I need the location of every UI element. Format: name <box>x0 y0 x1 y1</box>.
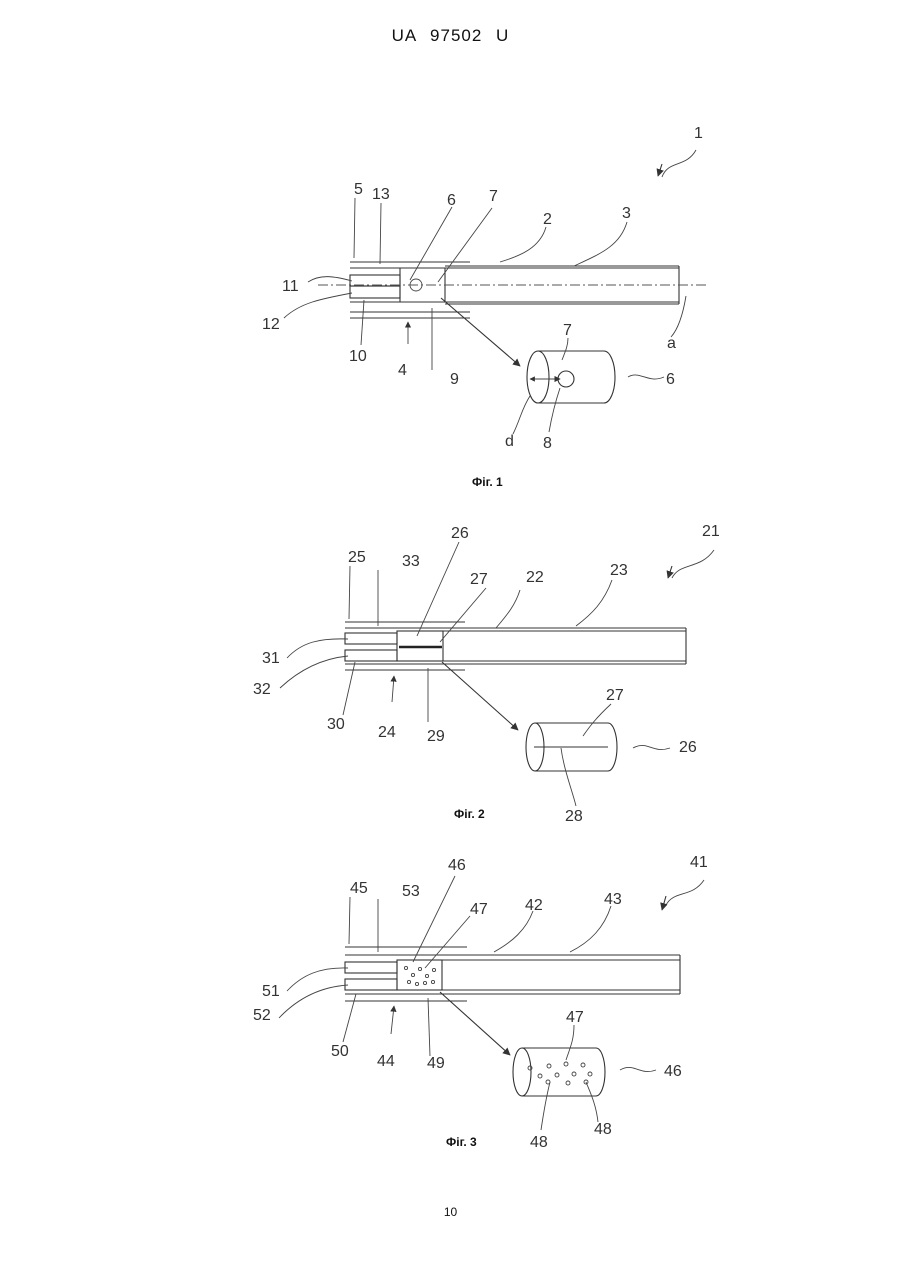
figure-3-capsule-detail <box>440 992 605 1096</box>
label-33: 33 <box>402 553 420 570</box>
label-27: 27 <box>470 571 488 588</box>
label-30: 30 <box>327 716 345 733</box>
label-42: 42 <box>525 897 543 914</box>
label-28: 28 <box>565 808 583 825</box>
figure-2-device <box>345 622 686 670</box>
label-a: a <box>667 335 676 352</box>
label-24: 24 <box>378 724 396 741</box>
figure-3-device <box>345 947 680 1001</box>
label-32: 32 <box>253 681 271 698</box>
label-45: 45 <box>350 880 368 897</box>
page-number: 10 <box>0 1205 901 1219</box>
figure-2: 21 26 25 33 27 22 23 31 32 30 24 29 27 2… <box>253 523 720 825</box>
label-3: 3 <box>622 205 631 222</box>
label-2: 2 <box>543 211 552 228</box>
label-26-detail: 26 <box>679 739 697 756</box>
label-22: 22 <box>526 569 544 586</box>
label-53: 53 <box>402 883 420 900</box>
label-31: 31 <box>262 650 280 667</box>
label-12: 12 <box>262 316 280 333</box>
figure-1-device <box>318 262 708 318</box>
label-7-detail: 7 <box>563 322 572 339</box>
figure-3-capsule-granules <box>528 1062 592 1085</box>
label-43: 43 <box>604 891 622 908</box>
label-47-detail: 47 <box>566 1009 584 1026</box>
label-13: 13 <box>372 186 390 203</box>
label-1: 1 <box>694 125 703 142</box>
label-4: 4 <box>398 362 407 379</box>
label-6: 6 <box>447 192 456 209</box>
label-46-detail: 46 <box>664 1063 682 1080</box>
label-10: 10 <box>349 348 367 365</box>
label-25: 25 <box>348 549 366 566</box>
label-48-second: 48 <box>594 1121 612 1138</box>
figure-3-labels: 41 46 45 53 47 42 43 51 52 50 44 49 47 4… <box>253 854 708 1151</box>
figure-2-labels: 21 26 25 33 27 22 23 31 32 30 24 29 27 2… <box>253 523 720 825</box>
label-27-detail: 27 <box>606 687 624 704</box>
figure-1: 1 5 13 6 7 2 3 11 12 10 4 9 a 7 6 d 8 Фі… <box>262 125 708 489</box>
label-50: 50 <box>331 1043 349 1060</box>
label-44: 44 <box>377 1053 395 1070</box>
figure-1-capsule-detail <box>441 298 615 403</box>
figure-1-caption: Фіг. 1 <box>472 475 503 489</box>
figure-2-leaders <box>280 542 714 806</box>
figure-3-leaders <box>279 876 704 1130</box>
label-26: 26 <box>451 525 469 542</box>
label-7: 7 <box>489 188 498 205</box>
label-52: 52 <box>253 1007 271 1024</box>
label-23: 23 <box>610 562 628 579</box>
label-46: 46 <box>448 857 466 874</box>
label-51: 51 <box>262 983 280 1000</box>
label-9: 9 <box>450 371 459 388</box>
label-41: 41 <box>690 854 708 871</box>
label-d: d <box>505 433 514 450</box>
figure-2-caption: Фіг. 2 <box>454 807 485 821</box>
label-8: 8 <box>543 435 552 452</box>
label-47: 47 <box>470 901 488 918</box>
figure-3-granules <box>404 966 435 985</box>
figure-3-caption: Фіг. 3 <box>446 1135 477 1149</box>
label-29: 29 <box>427 728 445 745</box>
figure-3: 41 46 45 53 47 42 43 51 52 50 44 49 47 4… <box>253 854 708 1151</box>
label-6-detail: 6 <box>666 371 675 388</box>
label-48: 48 <box>530 1134 548 1151</box>
figure-2-capsule-detail <box>442 662 617 771</box>
label-11: 11 <box>282 278 299 295</box>
label-21: 21 <box>702 523 720 540</box>
label-5: 5 <box>354 181 363 198</box>
figure-1-labels: 1 5 13 6 7 2 3 11 12 10 4 9 a 7 6 d 8 <box>262 125 703 452</box>
label-49: 49 <box>427 1055 445 1072</box>
